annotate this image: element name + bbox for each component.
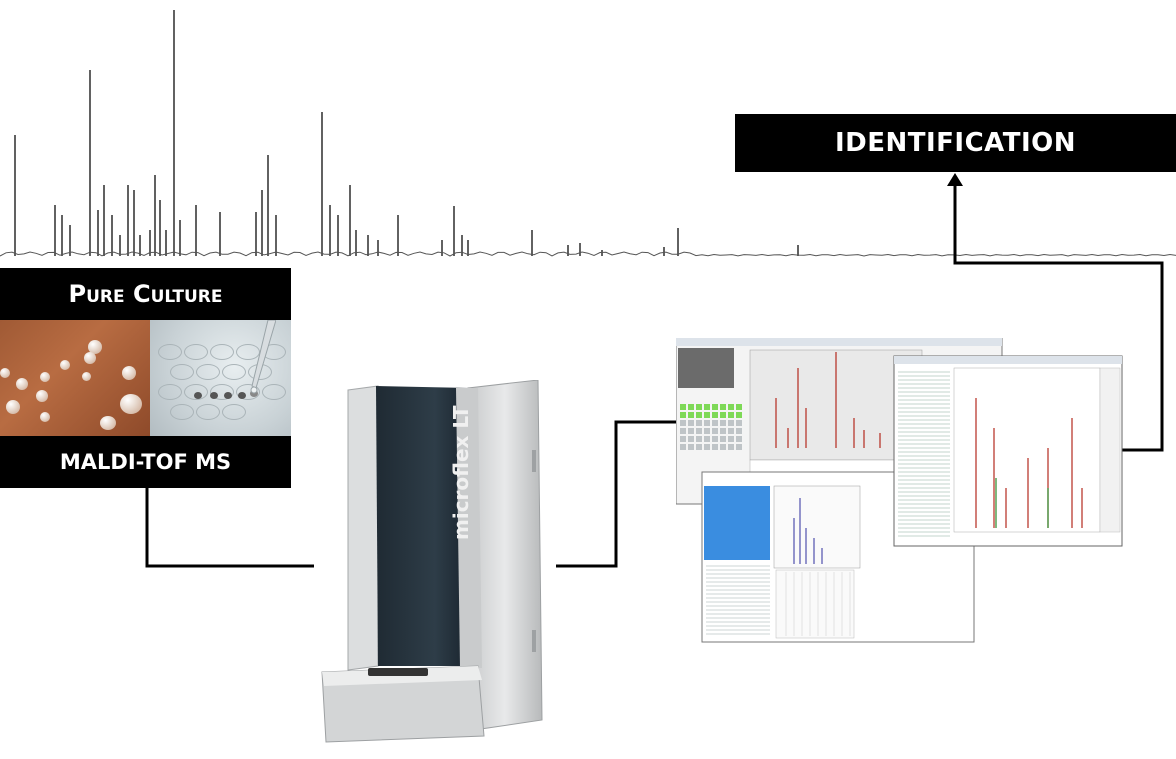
identification-label: IDENTIFICATION [735, 114, 1176, 172]
connector-instrument-to-software [556, 420, 678, 568]
agar-plate-photo [0, 320, 150, 436]
maldi-tof-label: MALDI-TOF MS [0, 436, 291, 488]
software-screens [676, 338, 1123, 643]
pure-culture-label: Pure Culture [0, 268, 291, 320]
target-plate-photo [150, 320, 291, 436]
mass-spectrum-trace [0, 10, 1176, 257]
connector-software-to-identification [953, 184, 1164, 452]
arrow-up-icon [947, 173, 963, 186]
pipette-icon [250, 320, 276, 394]
culture-photo [0, 320, 291, 436]
mass-spectrometer: microflex LT [321, 380, 543, 743]
connector-maldi-to-instrument [145, 488, 314, 568]
instrument-brand-text: microflex LT [449, 405, 473, 540]
